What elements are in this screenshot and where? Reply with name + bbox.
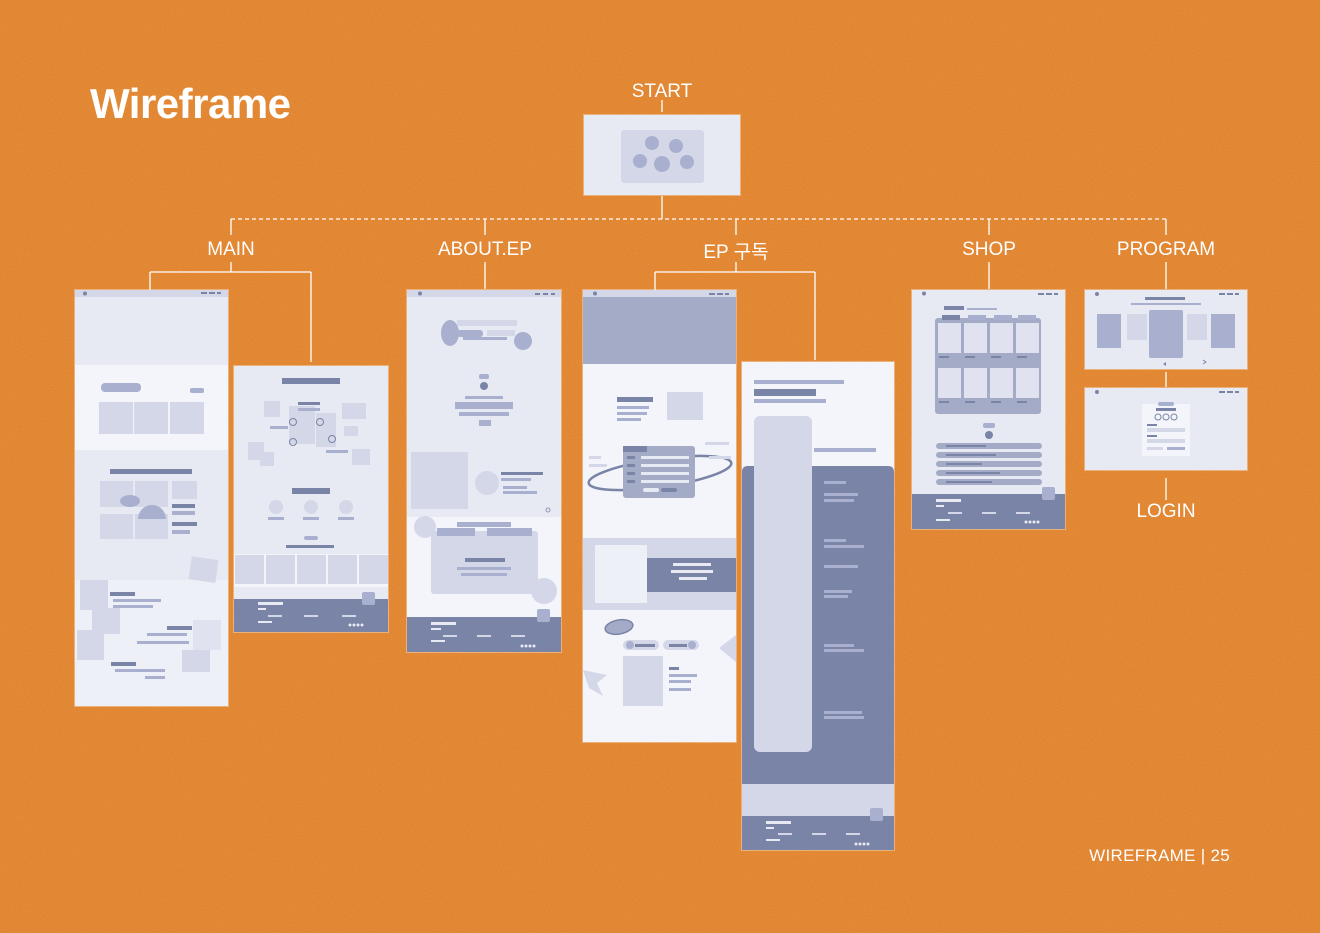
node-label-login: LOGIN	[1136, 501, 1196, 522]
node-label-program: PROGRAM	[1116, 239, 1216, 260]
wireframe-ep-subscription	[583, 290, 736, 742]
node-label-shop: SHOP	[962, 239, 1016, 260]
wireframe-shop	[912, 290, 1065, 529]
node-label-start: START	[631, 81, 693, 102]
wireframe-main-sub	[234, 366, 388, 632]
node-label-about: ABOUT.EP	[438, 239, 532, 260]
wireframe-start	[584, 115, 740, 195]
wireframe-login	[1085, 388, 1247, 470]
page-footer: WIREFRAME | 25	[1089, 846, 1230, 865]
node-label-main: MAIN	[207, 239, 255, 260]
wireframe-program	[1085, 290, 1247, 369]
page-title: Wireframe	[90, 80, 291, 127]
wireframe-main-home	[75, 290, 228, 706]
node-label-ep: EP 구독	[703, 242, 769, 263]
wireframe-ep-detail	[742, 362, 894, 850]
wireframe-about	[407, 290, 561, 652]
